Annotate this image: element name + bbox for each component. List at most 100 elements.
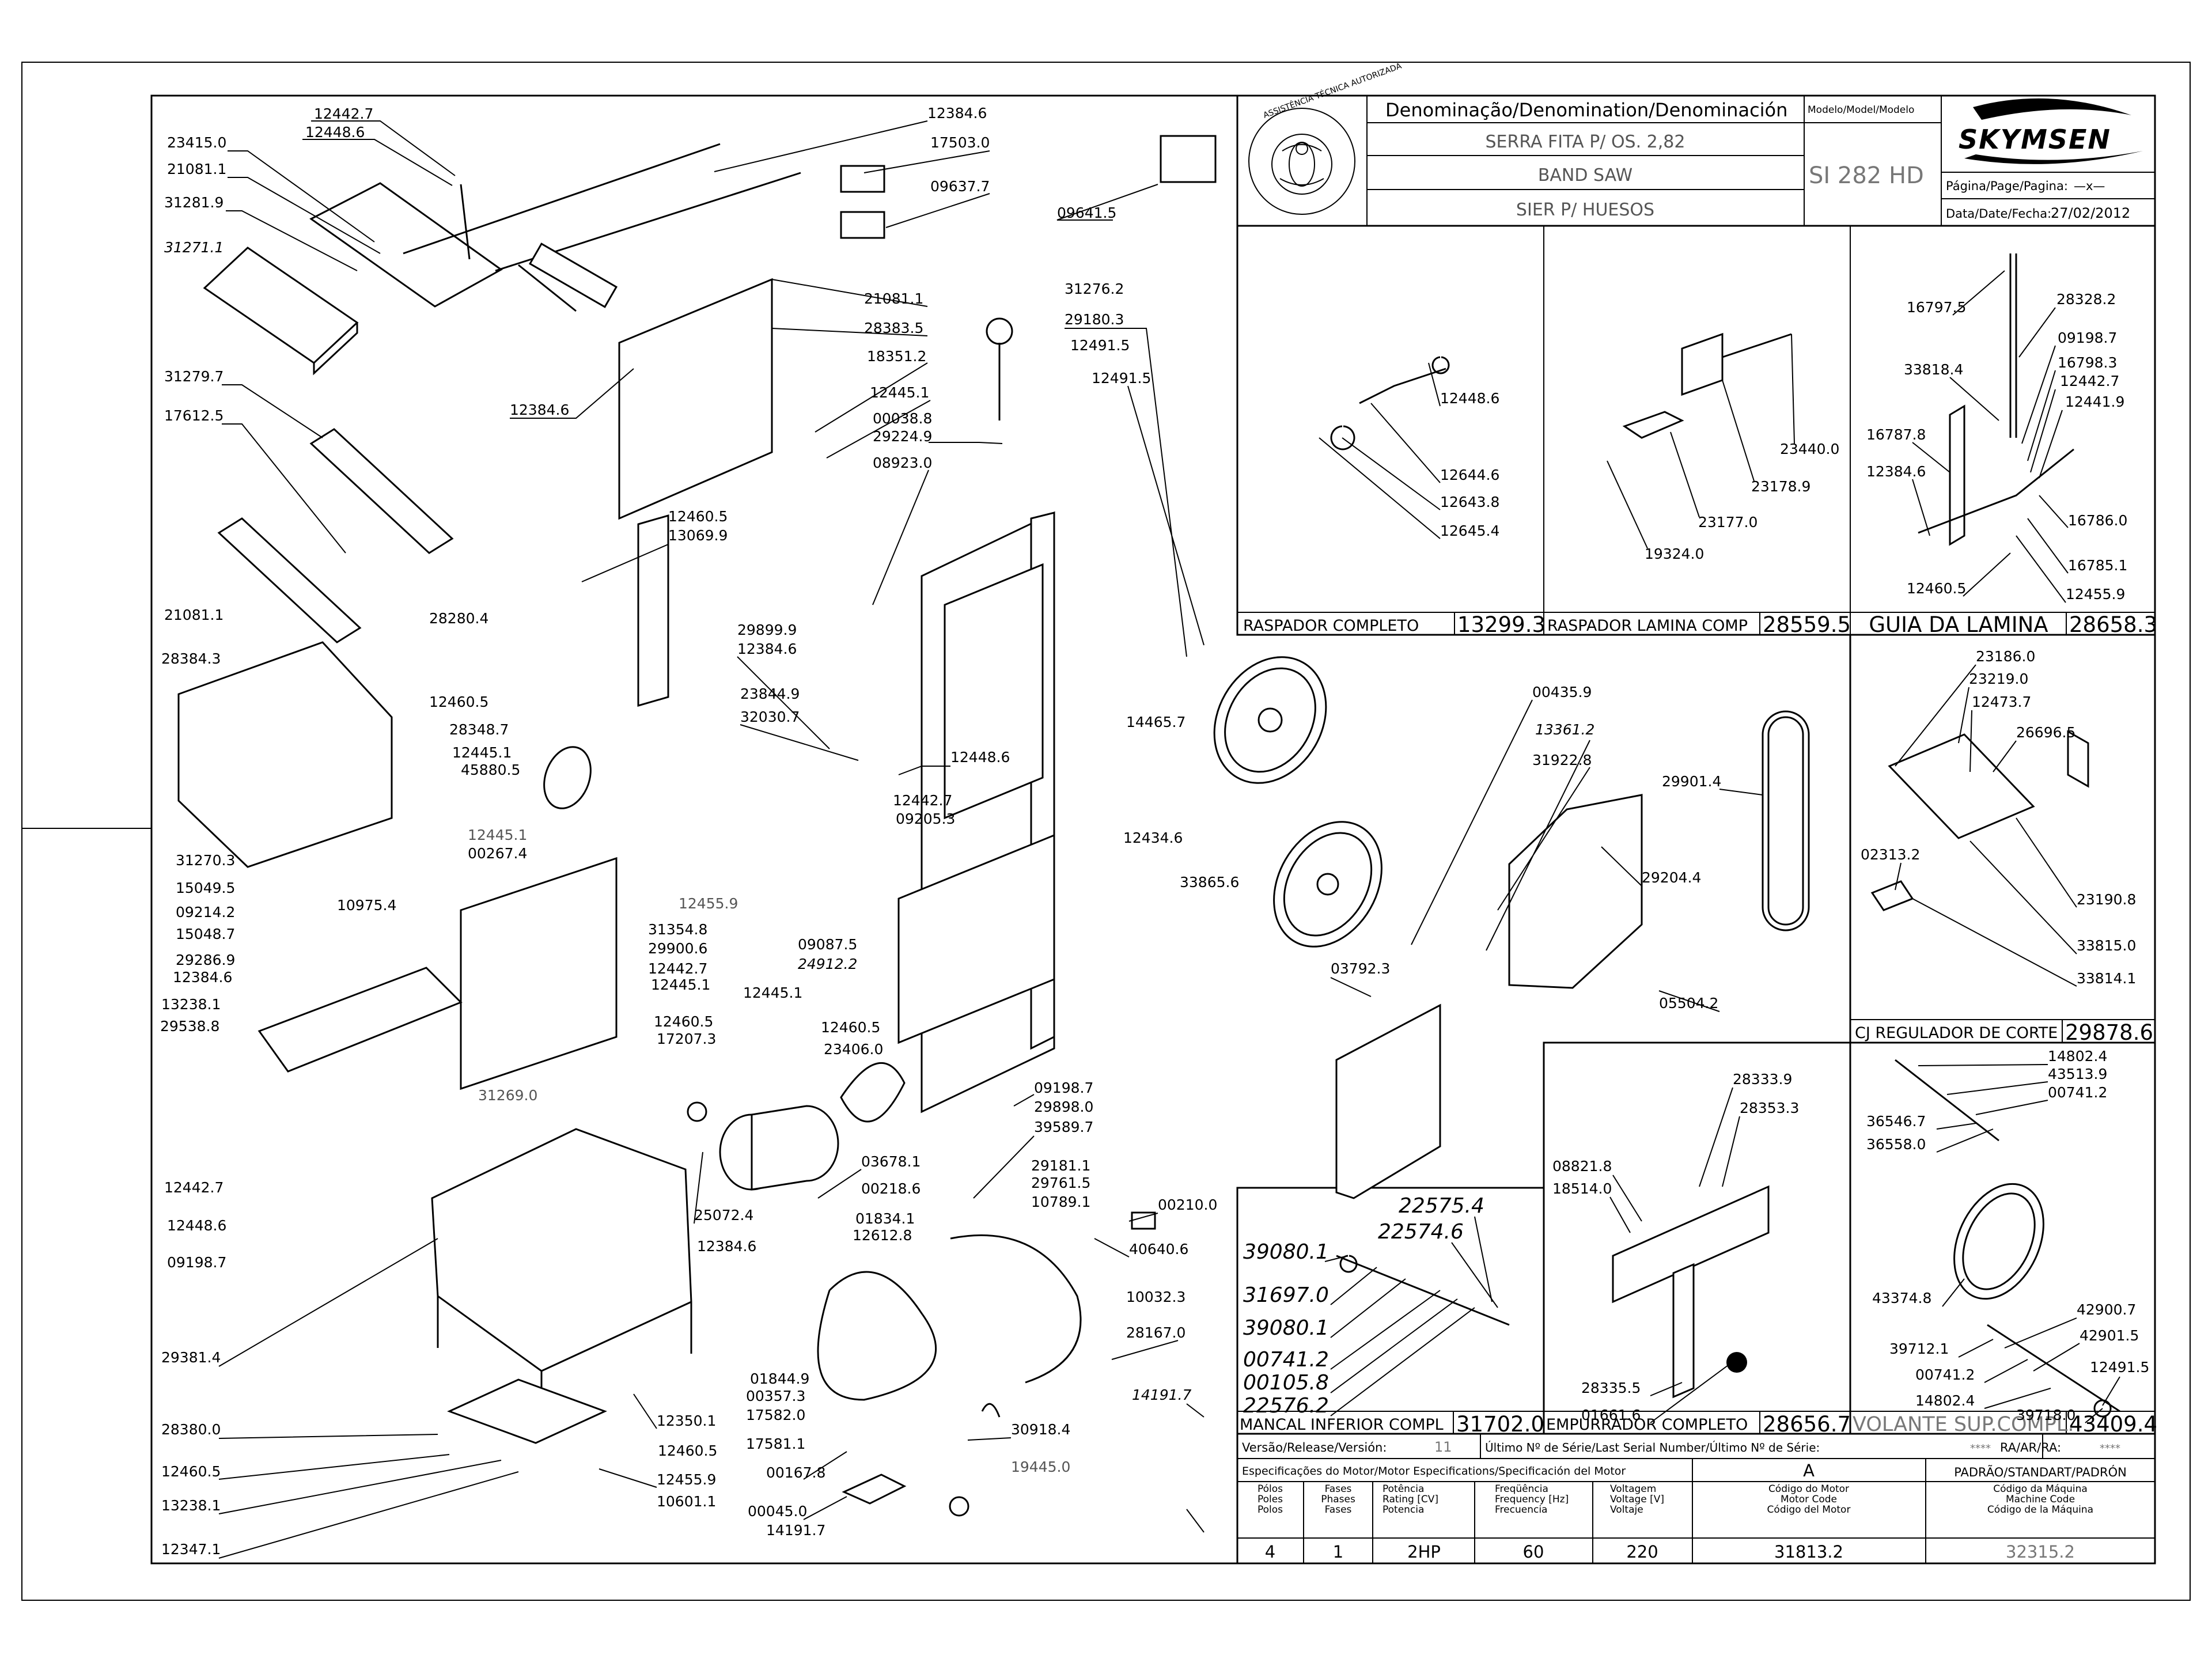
part-label: 31281.9 bbox=[164, 194, 224, 211]
part-label: 12445.1 bbox=[468, 827, 527, 843]
part-label: 29181.1 bbox=[1031, 1157, 1090, 1174]
svg-text:Código de la Máquina: Código de la Máquina bbox=[1987, 1504, 2093, 1516]
part-label: 13238.1 bbox=[161, 1497, 221, 1514]
part-label: 08923.0 bbox=[873, 454, 932, 471]
part-label: 21081.1 bbox=[167, 161, 226, 177]
part-label: 31279.7 bbox=[164, 368, 224, 385]
svg-text:Polos: Polos bbox=[1257, 1504, 1283, 1516]
part-label: 12448.6 bbox=[305, 124, 365, 141]
part-label: 12460.5 bbox=[1907, 580, 1966, 597]
part-label: 00741.2 bbox=[1243, 1348, 1329, 1372]
part-label: 12442.7 bbox=[314, 105, 373, 122]
raspador-lamina-label: RASPADOR LAMINA COMP bbox=[1547, 617, 1748, 635]
part-label: 31697.0 bbox=[1243, 1283, 1329, 1307]
svg-text:Frecuencia: Frecuencia bbox=[1495, 1504, 1547, 1516]
model-title: Modelo/Model/Modelo bbox=[1808, 104, 1914, 116]
part-label: 22575.4 bbox=[1399, 1194, 1484, 1218]
svg-text:Poles: Poles bbox=[1257, 1494, 1283, 1505]
motor-voltage: 220 bbox=[1626, 1542, 1658, 1562]
part-label: 09198.7 bbox=[1034, 1080, 1093, 1096]
part-label: 28348.7 bbox=[449, 721, 509, 738]
standard-label: PADRÃO/STANDART/PADRÓN bbox=[1954, 1464, 2127, 1479]
part-label: 10032.3 bbox=[1126, 1289, 1185, 1305]
part-label: 12442.7 bbox=[164, 1179, 224, 1196]
date-value: 27/02/2012 bbox=[2051, 205, 2130, 221]
part-label: 23178.9 bbox=[1751, 478, 1810, 495]
part-label: 28384.3 bbox=[161, 650, 221, 667]
part-label: 00267.4 bbox=[468, 845, 527, 862]
part-label: 05504.2 bbox=[1659, 995, 1718, 1012]
part-label: 12445.1 bbox=[743, 984, 802, 1001]
empurrador-labels: 28333.9 28353.3 08821.8 18514.0 28335.5 … bbox=[1552, 1071, 1799, 1423]
mancal-labels: 22575.4 22574.6 39080.1 31697.0 39080.1 … bbox=[1243, 1194, 1498, 1418]
svg-text:Código do Motor: Código do Motor bbox=[1768, 1483, 1849, 1495]
volante-code: 43409.4 bbox=[2069, 1412, 2157, 1437]
part-label: 12384.6 bbox=[697, 1238, 756, 1255]
part-label: 14802.4 bbox=[2048, 1048, 2107, 1065]
part-label: 40640.6 bbox=[1129, 1241, 1188, 1257]
part-label: 16798.3 bbox=[2058, 354, 2117, 371]
part-label: 29538.8 bbox=[160, 1018, 219, 1035]
mancal-label: MANCAL INFERIOR COMPL bbox=[1240, 1416, 1444, 1434]
part-label: 21081.1 bbox=[164, 607, 224, 623]
part-label: 12455.9 bbox=[2066, 586, 2125, 603]
part-label: 08821.8 bbox=[1552, 1158, 1612, 1175]
part-label: 00218.6 bbox=[861, 1180, 921, 1197]
part-label: 15048.7 bbox=[176, 926, 235, 942]
svg-text:Voltaje: Voltaje bbox=[1610, 1504, 1643, 1516]
part-label: 16786.0 bbox=[2068, 512, 2127, 529]
date-label: Data/Date/Fecha: bbox=[1946, 207, 2051, 221]
part-label: 12460.5 bbox=[821, 1019, 880, 1036]
lower-wheel bbox=[1273, 821, 1382, 948]
raspador-completo-code: 13299.3 bbox=[1457, 612, 1546, 637]
part-label: 29899.9 bbox=[737, 622, 797, 638]
page-label: Página/Page/Pagina: bbox=[1946, 179, 2068, 193]
svg-text:Fases: Fases bbox=[1325, 1504, 1352, 1516]
part-label: 12448.6 bbox=[167, 1217, 226, 1234]
part-label: 02313.2 bbox=[1861, 846, 1920, 863]
name-es: SIER P/ HUESOS bbox=[1516, 200, 1654, 220]
part-label: 36558.0 bbox=[1866, 1136, 1926, 1153]
part-label: 39080.1 bbox=[1243, 1316, 1329, 1340]
part-label: 12473.7 bbox=[1972, 694, 2031, 710]
part-label: 12448.6 bbox=[950, 749, 1010, 766]
svg-text:Phases: Phases bbox=[1321, 1494, 1355, 1505]
part-label: 31271.1 bbox=[164, 239, 224, 256]
part-label: 00105.8 bbox=[1243, 1371, 1329, 1395]
motor-code: 31813.2 bbox=[1774, 1542, 1843, 1562]
regulador-code: 29878.6 bbox=[2065, 1020, 2153, 1045]
part-label: 31276.2 bbox=[1065, 281, 1124, 297]
part-label: 10601.1 bbox=[657, 1493, 716, 1510]
part-label: 03678.1 bbox=[861, 1153, 921, 1170]
motor-spec-table bbox=[1236, 1433, 2156, 1565]
part-label: 12491.5 bbox=[1092, 370, 1151, 387]
motor-phases: 1 bbox=[1333, 1542, 1343, 1562]
part-label: 10975.4 bbox=[337, 897, 396, 914]
name-pt: SERRA FITA P/ OS. 2,82 bbox=[1486, 132, 1685, 152]
part-label: 29901.4 bbox=[1662, 773, 1721, 790]
motor-power: 2HP bbox=[1407, 1542, 1441, 1562]
part-label: 12645.4 bbox=[1440, 522, 1499, 539]
part-label: 29180.3 bbox=[1065, 311, 1124, 328]
skymsen-logo: SKYMSEN bbox=[1959, 98, 2143, 164]
part-label: 30918.4 bbox=[1011, 1421, 1070, 1438]
upper-wheel bbox=[1213, 656, 1327, 784]
part-label: 19324.0 bbox=[1645, 546, 1704, 562]
part-label: 32030.7 bbox=[740, 709, 800, 725]
part-label: 16785.1 bbox=[2068, 557, 2127, 574]
part-label: 29204.4 bbox=[1642, 869, 1701, 886]
part-label: 00741.2 bbox=[2048, 1084, 2107, 1101]
part-label: 12441.9 bbox=[2065, 393, 2124, 410]
motor-frequency: 60 bbox=[1523, 1542, 1544, 1562]
part-label: 45880.5 bbox=[461, 762, 520, 778]
part-label: 28167.0 bbox=[1126, 1324, 1185, 1341]
part-label: 39712.1 bbox=[1889, 1340, 1949, 1357]
leader-lines bbox=[218, 120, 1763, 1559]
part-label: 15049.5 bbox=[176, 880, 235, 896]
raspador-lamina-code: 28559.5 bbox=[1763, 612, 1851, 637]
part-label: 33814.1 bbox=[2077, 970, 2136, 987]
part-label: 12460.5 bbox=[654, 1013, 713, 1030]
part-label: 14802.4 bbox=[1915, 1392, 1975, 1409]
column-a: A bbox=[1803, 1461, 1815, 1480]
